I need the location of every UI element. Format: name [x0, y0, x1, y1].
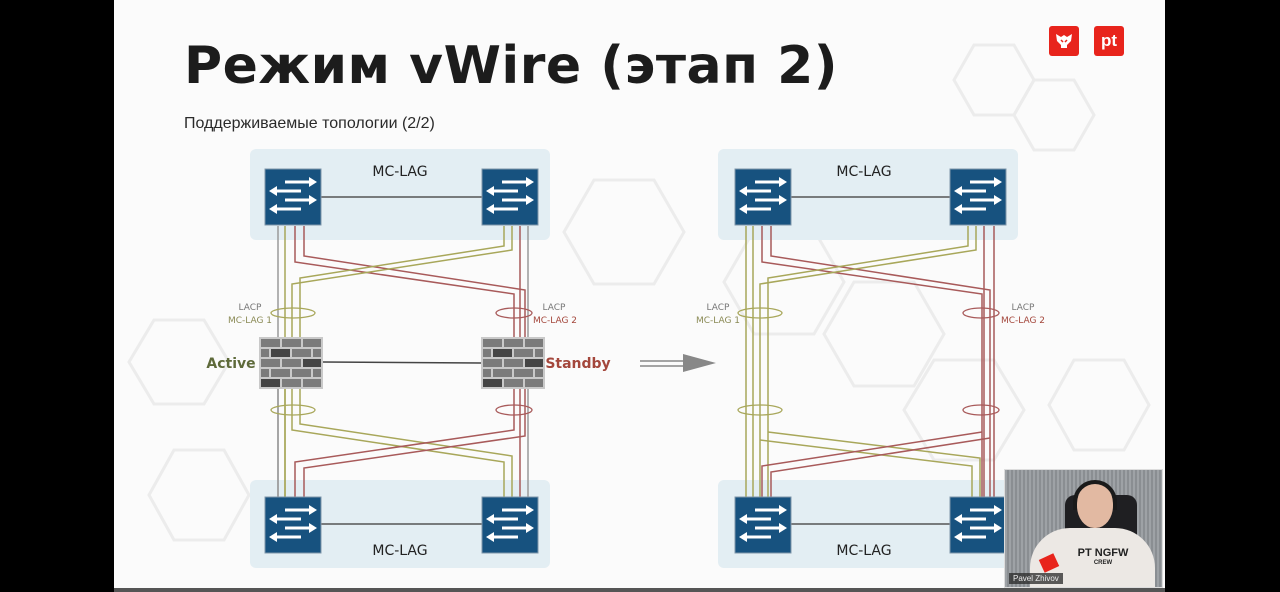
- lacp-label-right: LACP: [543, 303, 567, 313]
- slide-subtitle: Поддерживаемые топологии (2/2): [184, 115, 435, 132]
- lion-logo-icon: [1056, 34, 1072, 48]
- ha-link: [322, 361, 482, 364]
- lacp-bundle-right-lower: [495, 404, 533, 416]
- slide-bottom-edge: [114, 588, 1165, 592]
- lacp-bundle-right: [962, 307, 1000, 319]
- firewall-active-icon: [259, 337, 323, 389]
- presenter-name: Pavel Zhivov: [1009, 573, 1063, 584]
- top-mclag-label: MC-LAG: [372, 164, 427, 180]
- lacp-bundle-left-lower: [737, 404, 783, 416]
- lion-logo: [1049, 26, 1079, 56]
- lacp-label-left: LACP: [239, 303, 263, 313]
- lacp-bundle-right-lower: [962, 404, 1000, 416]
- topology-diagram: MC-LAG MC-LAG LACP MC-LAG 1 LACP MC-LAG …: [206, 149, 1045, 568]
- left-topology: MC-LAG MC-LAG LACP MC-LAG 1 LACP MC-LAG …: [206, 149, 611, 568]
- headset-icon: [1073, 480, 1117, 510]
- firewall-standby-icon: [481, 337, 545, 389]
- top-mclag-group: [250, 149, 550, 240]
- switch-icon: [480, 495, 540, 555]
- shirt-line1: PT NGFW: [1077, 547, 1129, 559]
- switch-icon: [733, 495, 793, 555]
- slide-title: Режим vWire (этап 2): [184, 36, 839, 96]
- lacp-bundle-left: [737, 307, 783, 319]
- bottom-mclag-label: MC-LAG: [836, 543, 891, 559]
- lacp-bundle-right: [495, 307, 533, 319]
- top-mclag-label: MC-LAG: [836, 164, 891, 180]
- switch-icon: [263, 167, 323, 227]
- active-label: Active: [206, 356, 255, 372]
- lacp-label-left: LACP: [707, 303, 731, 313]
- mclag2-label-right: MC-LAG 2: [533, 316, 577, 326]
- shirt-line2: CREW: [1093, 560, 1113, 566]
- presenter-webcam: PT NGFW CREW Pavel Zhivov: [1004, 469, 1163, 588]
- lacp-bundle-left: [270, 307, 316, 319]
- switch-icon: [733, 167, 793, 227]
- mclag2-label-right: MC-LAG 2: [1001, 316, 1045, 326]
- lacp-bundle-left-lower: [270, 404, 316, 416]
- standby-label: Standby: [545, 356, 610, 372]
- mclag1-label-left: MC-LAG 1: [696, 316, 740, 326]
- lacp-label-right: LACP: [1012, 303, 1036, 313]
- mclag1-label-left: MC-LAG 1: [228, 316, 272, 326]
- bottom-mclag-label: MC-LAG: [372, 543, 427, 559]
- top-mclag-group: [718, 149, 1018, 240]
- shirt-text: PT NGFW CREW: [1071, 548, 1135, 568]
- switch-icon: [948, 167, 1008, 227]
- pt-logo: pt: [1094, 26, 1124, 56]
- switch-icon: [948, 495, 1008, 555]
- transition-arrow: [640, 354, 716, 372]
- presentation-slide: Режим vWire (этап 2) Поддерживаемые топо…: [114, 0, 1165, 588]
- right-topology: MC-LAG MC-LAG LACP MC-LAG 1 LACP MC-LAG …: [696, 149, 1045, 568]
- switch-icon: [480, 167, 540, 227]
- switch-icon: [263, 495, 323, 555]
